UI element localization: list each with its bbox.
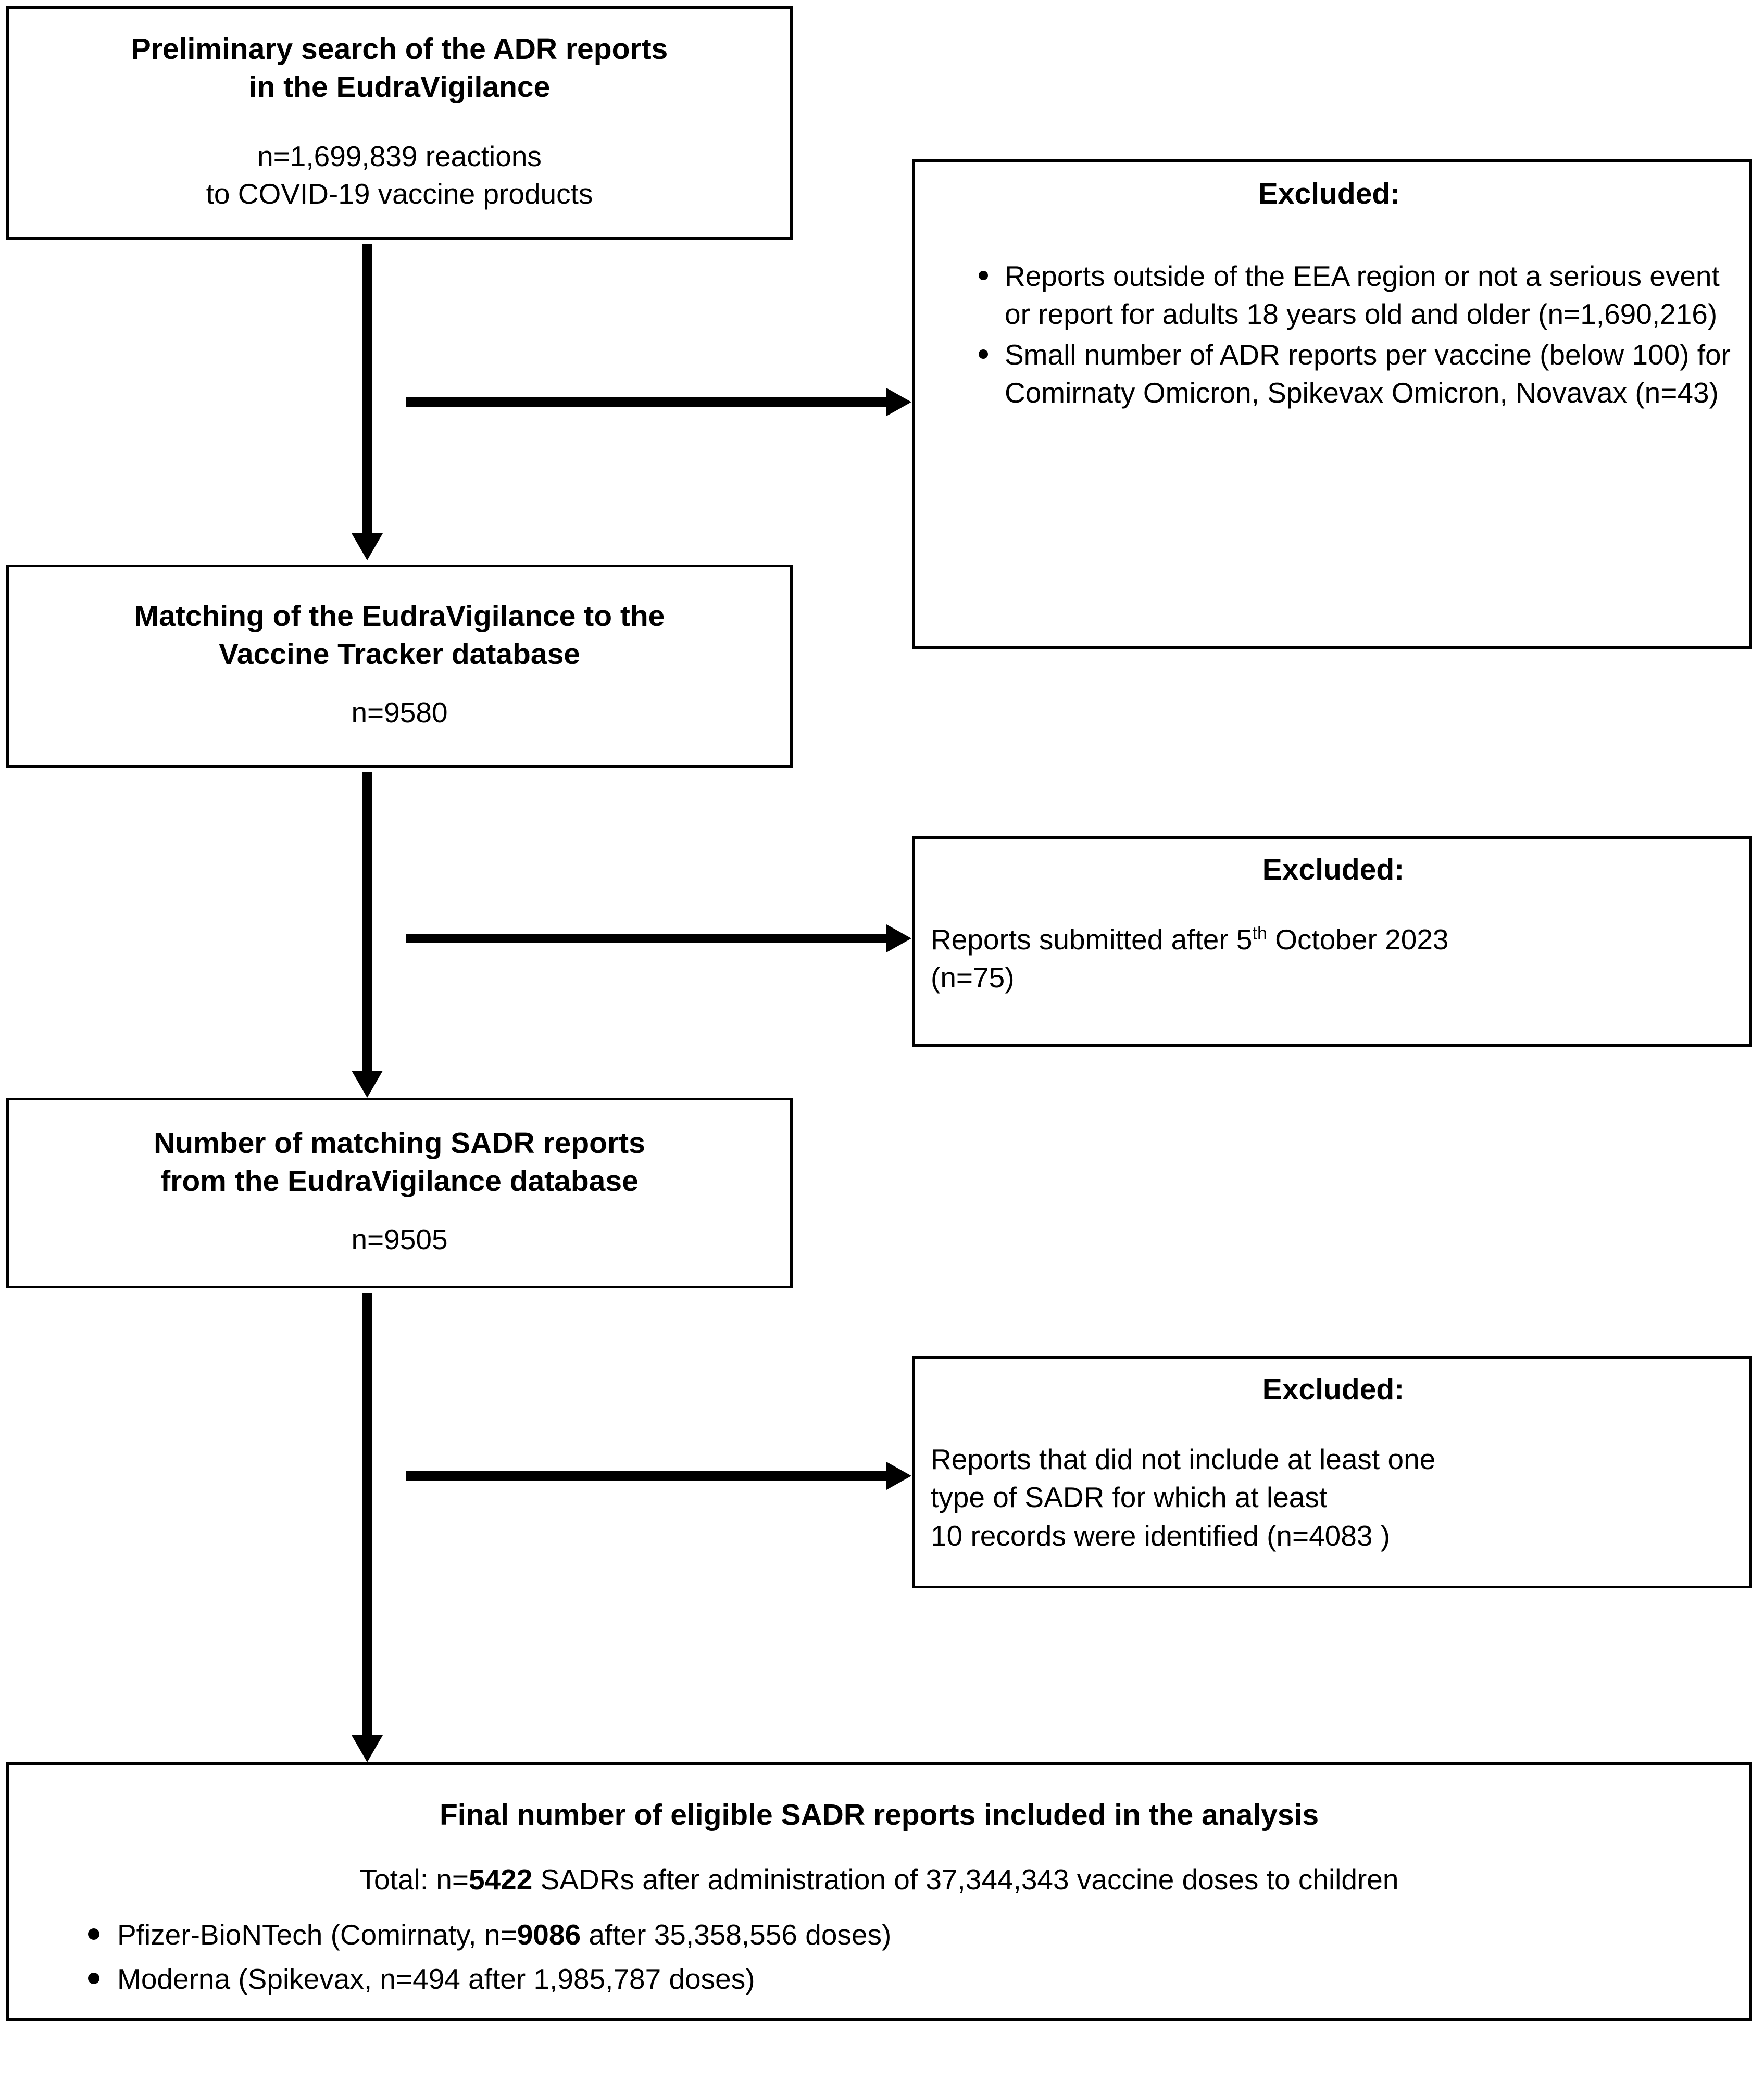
list-item: Pfizer-BioNTech (Comirnaty, n=9086 after…	[80, 1916, 1729, 1954]
excluded-2-text-suffix: October 2023	[1267, 923, 1449, 956]
stage-1-detail-line-1: n=1,699,839 reactions	[257, 140, 542, 173]
excluded-3-heading: Excluded:	[1262, 1373, 1405, 1406]
final-total-count: 5422	[468, 1863, 533, 1896]
final-bullet-1-suffix: after 35,358,556 doses)	[581, 1918, 892, 1951]
excluded-3-line-3: 10 records were identified (n=4083 )	[931, 1517, 1736, 1555]
excluded-2-ordinal-suffix: th	[1252, 923, 1267, 944]
stage-1-detail-line-2: to COVID-19 vaccine products	[206, 177, 593, 210]
final-results-box: Final number of eligible SADR reports in…	[6, 1762, 1752, 2021]
excluded-3-line-3-prefix: 10 records were identified (n=	[931, 1519, 1309, 1552]
stage-2-detail-count: n=9580	[351, 696, 448, 729]
excluded-2-text-prefix: Reports submitted after 5	[931, 923, 1253, 956]
excluded-1-bullet-list: Reports outside of the EEA region or not…	[924, 257, 1734, 414]
stage-3-title-line-2: from the EudraVigilance database	[160, 1164, 639, 1198]
excluded-3-line-1: Reports that did not include at least on…	[931, 1443, 1436, 1476]
stage-2-title-line-2: Vaccine Tracker database	[219, 637, 580, 671]
stage-box-preliminary-search: Preliminary search of the ADR reports in…	[6, 6, 793, 240]
stage-box-matching-sadr-reports: Number of matching SADR reports from the…	[6, 1098, 793, 1288]
list-item: Moderna (Spikevax, n=494 after 1,985,787…	[80, 1960, 1729, 1998]
excluded-box-1: Excluded: Reports outside of the EEA reg…	[912, 159, 1752, 649]
stage-3-detail-count: n=9505	[351, 1223, 448, 1256]
excluded-2-heading: Excluded:	[1262, 853, 1405, 886]
final-vaccine-bullet-list: Pfizer-BioNTech (Comirnaty, n=9086 after…	[30, 1916, 1729, 2004]
final-total-suffix: SADRs after administration of 37,344,343…	[532, 1863, 1399, 1896]
final-total-prefix: Total: n=	[359, 1863, 469, 1896]
excluded-2-paragraph: Reports submitted after 5th October 2023	[931, 921, 1736, 959]
final-heading: Final number of eligible SADR reports in…	[439, 1798, 1319, 1832]
final-total-line: Total: n=5422 SADRs after administration…	[30, 1861, 1729, 1899]
stage-1-title-line-2: in the EudraVigilance	[248, 70, 551, 104]
list-item: Reports outside of the EEA region or not…	[974, 257, 1734, 333]
excluded-3-count: 4083	[1309, 1519, 1373, 1552]
excluded-box-2: Excluded: Reports submitted after 5th Oc…	[912, 836, 1752, 1047]
stage-1-title-line-1: Preliminary search of the ADR reports	[131, 32, 668, 66]
final-bullet-1-count: 9086	[517, 1918, 581, 1951]
list-item: Small number of ADR reports per vaccine …	[974, 336, 1734, 412]
stage-2-title-line-1: Matching of the EudraVigilance to the	[134, 599, 665, 633]
stage-3-title-line-1: Number of matching SADR reports	[154, 1126, 645, 1160]
excluded-box-3: Excluded: Reports that did not include a…	[912, 1356, 1752, 1588]
excluded-3-line-3-suffix: )	[1372, 1519, 1391, 1552]
excluded-1-heading: Excluded:	[1258, 177, 1400, 210]
excluded-3-line-2: type of SADR for which at least	[931, 1481, 1328, 1514]
final-bullet-2-prefix: Moderna (Spikevax, n=494 after 1,985,787…	[117, 1962, 755, 1995]
excluded-2-count-line: (n=75)	[931, 961, 1015, 994]
final-bullet-1-prefix: Pfizer-BioNTech (Comirnaty, n=	[117, 1918, 517, 1951]
stage-box-matching-vaccine-tracker: Matching of the EudraVigilance to the Va…	[6, 565, 793, 768]
